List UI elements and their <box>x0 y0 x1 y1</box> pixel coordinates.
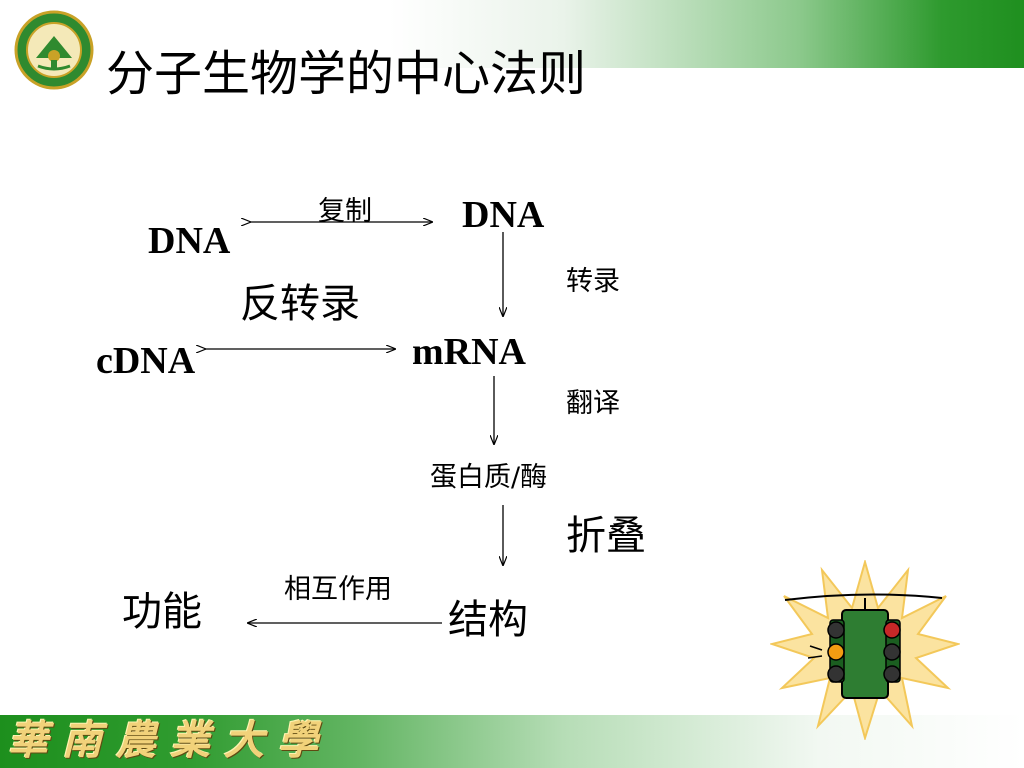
edge-translation-label: 翻译 <box>566 388 620 419</box>
edge-interaction-label: 相互作用 <box>284 574 392 605</box>
edge-replication-label: 复制 <box>318 196 372 227</box>
header-gradient-band <box>0 0 1024 68</box>
traffic-light-clipart <box>770 560 960 740</box>
university-logo <box>14 10 94 90</box>
slide-title: 分子生物学的中心法则 <box>106 46 587 102</box>
edge-folding-label: 折叠 <box>566 513 646 559</box>
edge-transcription-label: 转录 <box>566 266 620 297</box>
node-structure: 结构 <box>448 597 528 643</box>
node-function: 功能 <box>122 589 202 635</box>
edge-reverse-transcription-label: 反转录 <box>240 281 360 327</box>
node-mrna: mRNA <box>412 331 526 373</box>
school-name-calligraphy: 華南農業大學 <box>8 717 332 764</box>
node-dna-right: DNA <box>462 194 545 236</box>
node-cdna: cDNA <box>96 340 196 382</box>
node-dna-left: DNA <box>148 220 231 262</box>
traffic-light-body <box>807 609 901 699</box>
footer-gradient-band <box>0 715 1024 768</box>
node-protein: 蛋白质/酶 <box>430 462 548 493</box>
